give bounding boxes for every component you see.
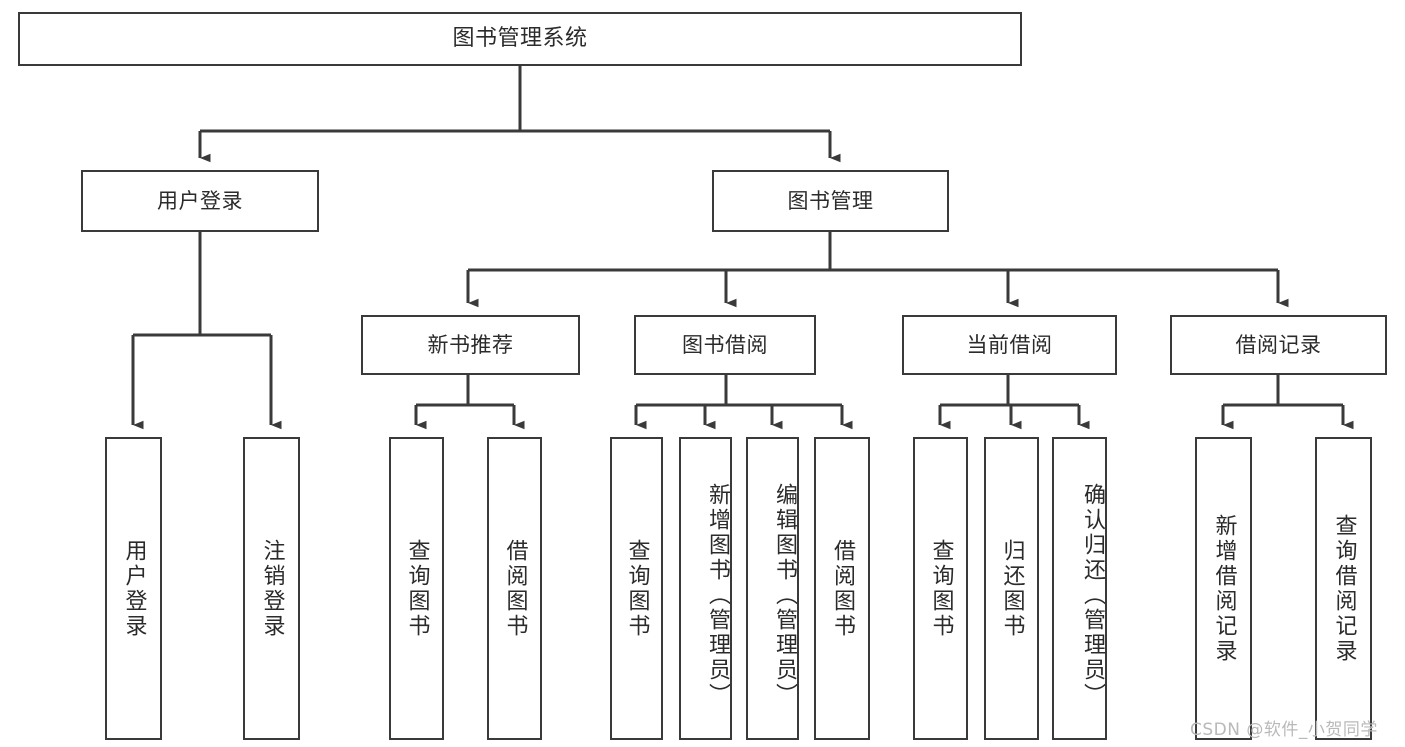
csdn-watermark: CSDN @软件_小贺同学: [1190, 720, 1378, 740]
node-leaf-6[interactable]: 新增图书（管理员）: [679, 437, 732, 740]
node-level3-1[interactable]: 新书推荐: [361, 315, 580, 375]
node-leaf-4[interactable]: 借阅图书: [487, 437, 542, 740]
node-level3-3[interactable]: 当前借阅: [902, 315, 1117, 375]
node-leaf-8[interactable]: 借阅图书: [814, 437, 870, 740]
node-leaf-13[interactable]: 查询借阅记录: [1315, 437, 1372, 740]
node-leaf-7[interactable]: 编辑图书（管理员）: [746, 437, 799, 740]
node-leaf-11[interactable]: 确认归还（管理员）: [1052, 437, 1107, 740]
node-level3-4[interactable]: 借阅记录: [1170, 315, 1387, 375]
node-level2-2[interactable]: 图书管理: [712, 170, 949, 232]
node-level3-2[interactable]: 图书借阅: [634, 315, 816, 375]
node-leaf-12[interactable]: 新增借阅记录: [1195, 437, 1252, 740]
node-leaf-5[interactable]: 查询图书: [610, 437, 663, 740]
node-leaf-9[interactable]: 查询图书: [913, 437, 968, 740]
node-root-system[interactable]: 图书管理系统: [18, 12, 1022, 66]
node-leaf-10[interactable]: 归还图书: [984, 437, 1039, 740]
node-leaf-1[interactable]: 用户登录: [105, 437, 162, 740]
node-level2-1[interactable]: 用户登录: [81, 170, 319, 232]
node-leaf-3[interactable]: 查询图书: [389, 437, 444, 740]
node-leaf-2[interactable]: 注销登录: [243, 437, 300, 740]
